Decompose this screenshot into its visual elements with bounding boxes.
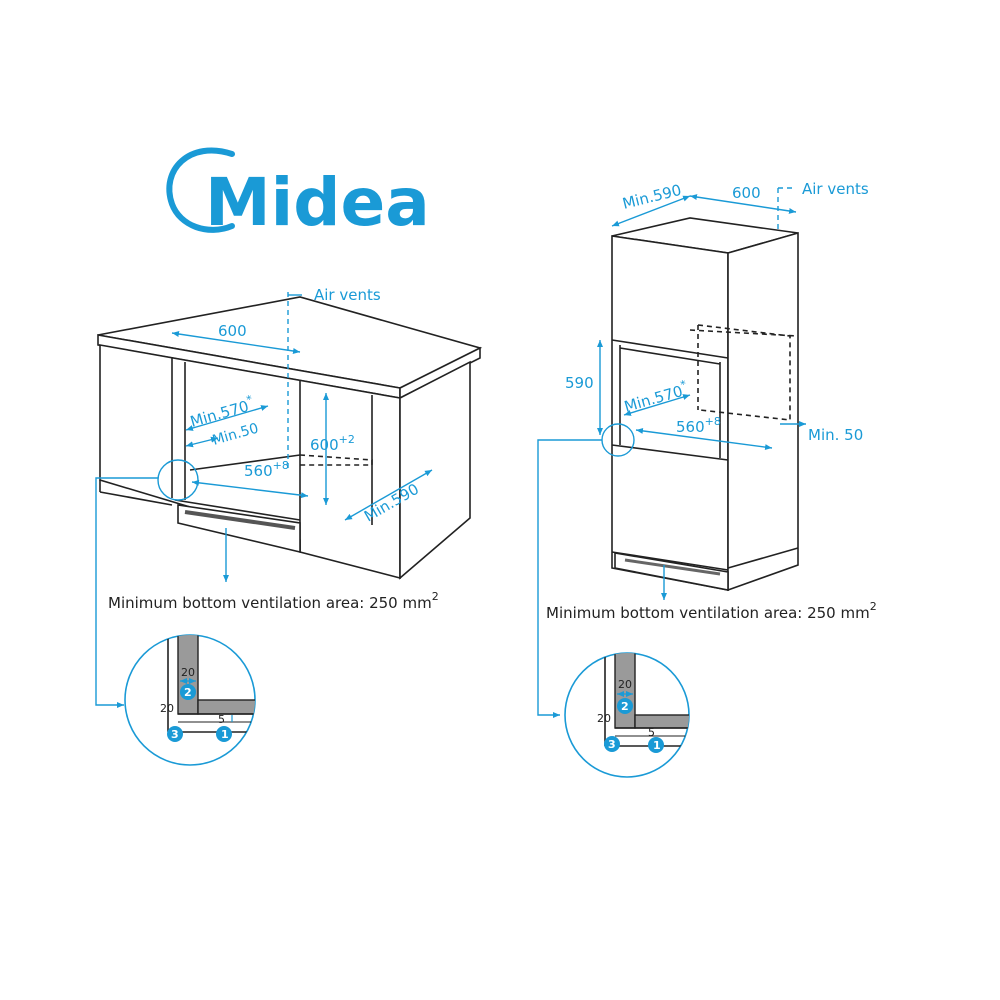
right-ventilation-caption: Minimum bottom ventilation area: 250 mm2 [546, 600, 877, 622]
logo-swoosh [166, 147, 235, 233]
badge-1: 1 [216, 726, 232, 742]
r-detail-dim-20-top: 20 [618, 678, 632, 691]
badge-3: 3 [167, 726, 183, 742]
r-badge-2: 2 [617, 698, 633, 714]
detail-dim-20-top: 20 [181, 666, 195, 679]
width-600-label: 600 [218, 322, 247, 340]
left-cabinet [97, 296, 483, 580]
r-height-590-label: 590 [565, 374, 594, 392]
r-min-50-label: Min. 50 [808, 426, 863, 444]
r-min-590-label: Min.590 [621, 181, 684, 213]
height-600-label: 600+2 [310, 433, 355, 454]
width-560-label: 560+8 [244, 459, 289, 480]
r-width-560-label: 560+8 [676, 415, 721, 436]
svg-text:3: 3 [171, 728, 179, 741]
detail-dim-5: 5 [218, 713, 225, 726]
left-dimensions [95, 292, 433, 708]
left-detail: 20 20 5 2 3 1 [124, 634, 256, 766]
r-width-600-label: 600 [732, 184, 761, 202]
r-badge-3: 3 [604, 736, 620, 752]
r-air-vents-label: Air vents [802, 180, 869, 198]
r-detail-dim-20-side: 20 [597, 712, 611, 725]
svg-text:2: 2 [184, 686, 192, 699]
left-ventilation-caption: Minimum bottom ventilation area: 250 mm2 [108, 590, 439, 612]
svg-text:3: 3 [608, 738, 616, 751]
svg-text:1: 1 [653, 739, 661, 752]
svg-text:1: 1 [221, 728, 229, 741]
air-vents-label: Air vents [314, 286, 381, 304]
right-dimensions [537, 187, 806, 718]
right-detail: 20 20 5 2 3 1 [564, 652, 690, 778]
midea-logo: Midea [166, 147, 430, 241]
svg-text:2: 2 [621, 700, 629, 713]
r-badge-1: 1 [648, 737, 664, 753]
badge-2: 2 [180, 684, 196, 700]
logo-wordmark: Midea [205, 164, 430, 241]
detail-dim-20-side: 20 [160, 702, 174, 715]
r-detail-dim-5: 5 [648, 726, 655, 739]
